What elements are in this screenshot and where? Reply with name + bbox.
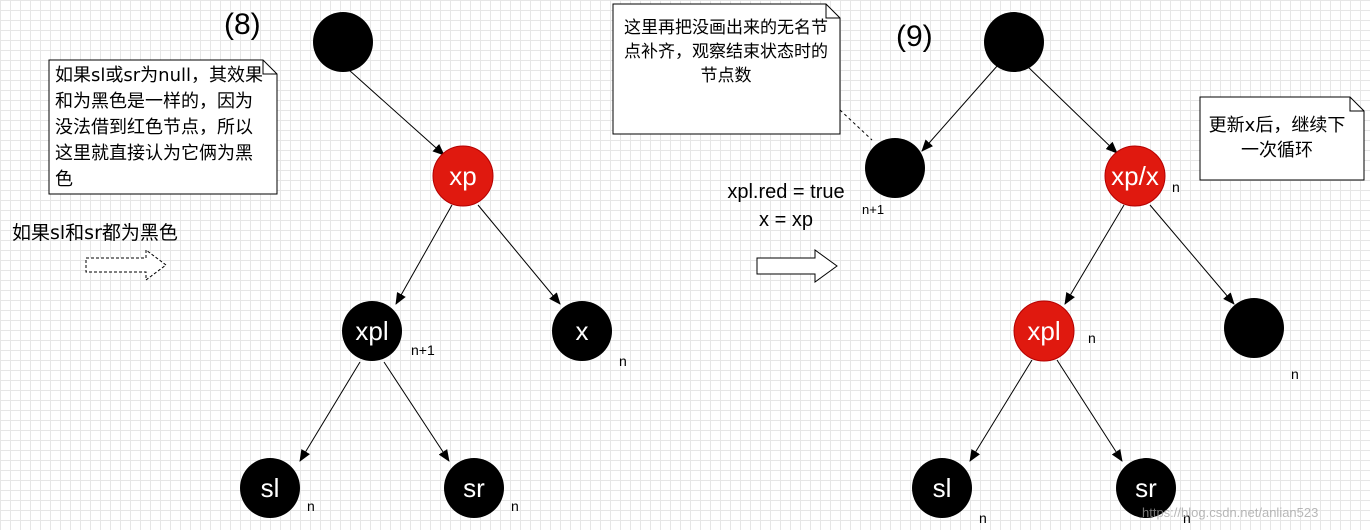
- left-sl-count: n: [307, 498, 315, 514]
- right-sl-count: n: [979, 510, 987, 526]
- left-sl-label: sl: [261, 473, 280, 503]
- left-xpl-count: n+1: [411, 342, 435, 358]
- left-condition-text: 如果sl和sr都为黑色: [12, 222, 178, 244]
- right-sr-node: sr: [1116, 458, 1176, 518]
- edge-root-xpx: [1025, 64, 1118, 154]
- left-sr-node: sr: [444, 458, 504, 518]
- left-sr-count: n: [511, 498, 519, 514]
- right-sr-count: n: [1183, 510, 1191, 526]
- edge-xpl-sr: [1056, 359, 1123, 462]
- edge-xpl-sr: [383, 361, 450, 462]
- edge-xp-x: [477, 204, 561, 305]
- left-xp-node: xp: [432, 145, 494, 207]
- right-unnamed-right-node: [1224, 298, 1284, 358]
- left-tree-edges: [299, 69, 561, 462]
- edge-root-xp: [348, 69, 445, 156]
- edge-xpx-xpl: [1064, 204, 1125, 305]
- operation-line-1: xpl.red = true: [727, 181, 845, 203]
- right-xpl-count: n: [1088, 330, 1096, 346]
- left-x-node: x: [552, 301, 612, 361]
- left-x-label: x: [576, 316, 589, 346]
- note-connector-line: [839, 109, 873, 141]
- middle-note-text: 这里再把没画出来的无名节点补齐，观察结束状态时的节点数: [624, 18, 828, 86]
- middle-note-box: [612, 3, 841, 135]
- edge-xpl-sl: [969, 359, 1033, 462]
- right-xpl-node: xpl: [1013, 300, 1075, 362]
- right-xpx-count: n: [1172, 179, 1180, 195]
- left-x-count: n: [619, 353, 627, 369]
- left-root-node: [313, 12, 373, 72]
- left-xp-label: xp: [449, 161, 476, 191]
- dashed-arrow-icon: [85, 249, 167, 281]
- operation-line-2: x = xp: [759, 209, 813, 231]
- left-xpl-node: xpl: [342, 301, 402, 361]
- operations: xpl.red = true x = xp: [706, 178, 866, 234]
- edge-root-unnamed: [921, 64, 999, 152]
- left-sl-node: sl: [240, 458, 300, 518]
- right-sl-label: sl: [933, 473, 952, 503]
- solid-arrow-icon: [756, 249, 838, 283]
- left-xpl-label: xpl: [355, 316, 388, 346]
- right-root-node: [984, 12, 1044, 72]
- edge-xp-xpl: [395, 204, 453, 305]
- right-note-text: 更新x后，继续下一次循环: [1208, 115, 1346, 161]
- right-sl-node: sl: [912, 458, 972, 518]
- left-sr-label: sr: [463, 473, 485, 503]
- right-sr-label: sr: [1135, 473, 1157, 503]
- right-note-box: [1199, 96, 1365, 181]
- right-unnamed-right-count: n: [1291, 366, 1299, 382]
- edge-xpx-unnamed: [1149, 204, 1235, 305]
- right-unnamed-left-node: [865, 138, 925, 198]
- right-step-label: (9): [896, 20, 933, 53]
- watermark: https://blog.csdn.net/anlian523: [1142, 505, 1319, 520]
- left-step-label: (8): [224, 8, 261, 41]
- right-xpx-node: xp/x: [1104, 145, 1166, 207]
- left-note-text: 如果sl或sr为null，其效果和为黑色是一样的，因为没法借到红色节点，所以这里…: [55, 65, 263, 190]
- right-tree-edges: [921, 64, 1235, 462]
- left-note-box: [48, 59, 278, 195]
- right-unnamed-left-count: n+1: [862, 202, 885, 217]
- right-xpl-label: xpl: [1027, 316, 1060, 346]
- right-xpx-label: xp/x: [1111, 161, 1159, 191]
- edge-xpl-sl: [299, 361, 361, 462]
